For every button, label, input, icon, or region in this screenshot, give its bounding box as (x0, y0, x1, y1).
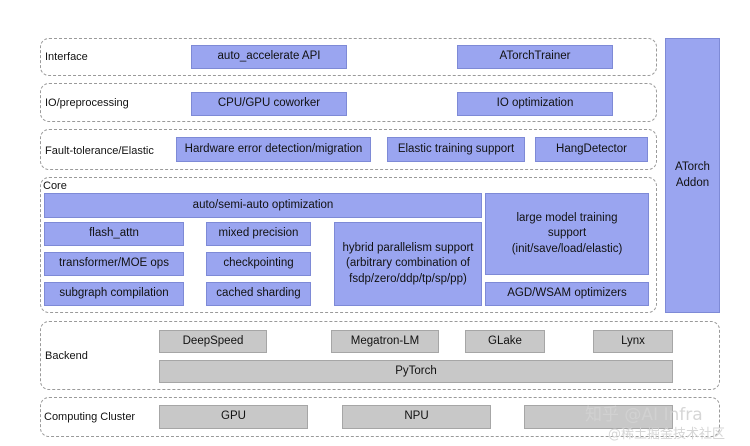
elastic-training-support-box: Elastic training support (387, 137, 525, 162)
io-optimization-box: IO optimization (457, 92, 613, 116)
atorch-addon-line2: Addon (675, 176, 710, 189)
fault-tolerance-layer-label: Fault-tolerance/Elastic (45, 145, 154, 157)
watermark-juejin: @稀土掘金技术社区 (608, 427, 726, 442)
hang-detector-box: HangDetector (535, 137, 648, 162)
io-preprocessing-layer (40, 83, 657, 122)
fault-tolerance-layer (40, 129, 657, 170)
gpu-box: GPU (159, 405, 308, 429)
agd-wsam-optimizers-box: AGD/WSAM optimizers (485, 282, 649, 306)
npu-box: NPU (342, 405, 491, 429)
hardware-error-detection-box: Hardware error detection/migration (176, 137, 371, 162)
mixed-precision-box: mixed precision (206, 222, 311, 246)
core-layer (40, 177, 657, 313)
deepspeed-box: DeepSpeed (159, 330, 267, 353)
cluster-third-box (524, 405, 673, 429)
cached-sharding-box: cached sharding (206, 282, 311, 306)
interface-layer (40, 38, 657, 76)
cpu-gpu-coworker-box: CPU/GPU coworker (191, 92, 347, 116)
atorch-addon-line1: ATorch (675, 160, 710, 173)
interface-layer-label: Interface (45, 51, 88, 63)
hybrid-parallelism-box: hybrid parallelism support (arbitrary co… (334, 222, 482, 306)
subgraph-compilation-box: subgraph compilation (44, 282, 184, 306)
computing-cluster-layer-label: Computing Cluster (44, 411, 136, 423)
core-layer-label: Core (43, 180, 67, 192)
pytorch-box: PyTorch (159, 360, 673, 383)
auto-semi-auto-optimization-box: auto/semi-auto optimization (44, 193, 482, 218)
auto-accelerate-api-box: auto_accelerate API (191, 45, 347, 69)
atorch-trainer-box: ATorchTrainer (457, 45, 613, 69)
megatron-lm-box: Megatron-LM (331, 330, 439, 353)
large-model-training-box: large model training support (init/save/… (485, 193, 649, 275)
checkpointing-box: checkpointing (206, 252, 311, 276)
backend-layer (40, 321, 720, 390)
backend-layer-label: Backend (45, 350, 88, 362)
io-preprocessing-layer-label: IO/preprocessing (45, 97, 129, 109)
flash-attn-box: flash_attn (44, 222, 184, 246)
glake-box: GLake (465, 330, 545, 353)
computing-cluster-layer (40, 397, 720, 437)
watermark-zhihu: 知乎 @AI Infra (585, 405, 703, 425)
transformer-moe-ops-box: transformer/MOE ops (44, 252, 184, 276)
lynx-box: Lynx (593, 330, 673, 353)
atorch-addon-box: ATorch Addon (665, 38, 720, 313)
